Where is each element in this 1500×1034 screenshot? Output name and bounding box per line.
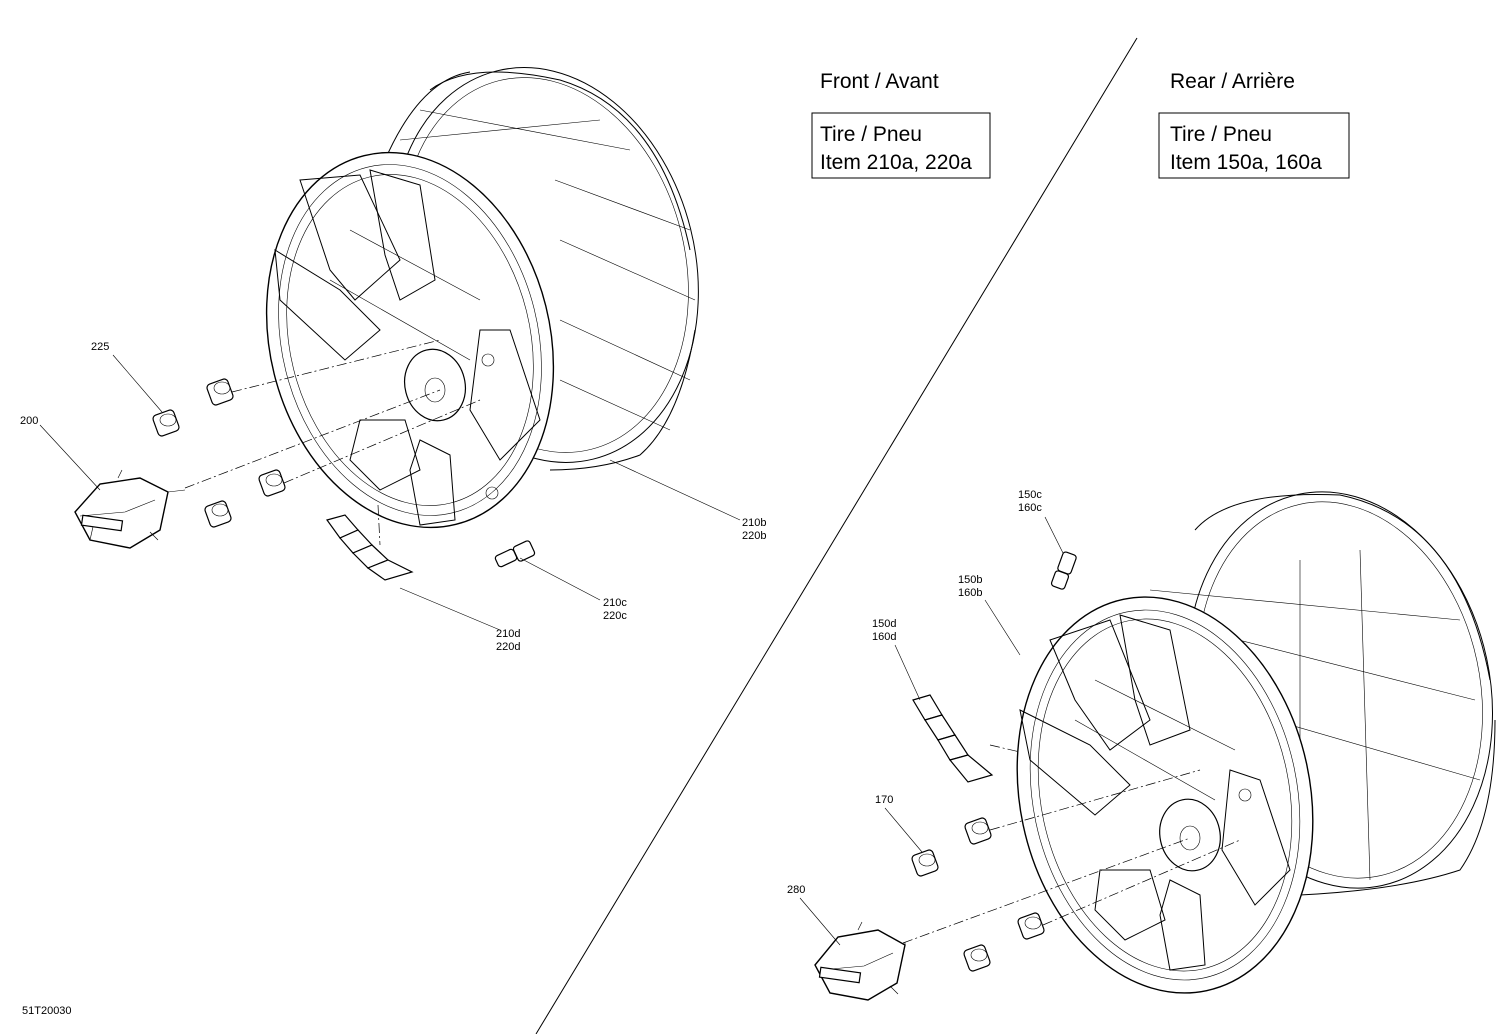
callout-210d: 210d [496, 628, 520, 640]
front-rim [265, 67, 699, 529]
rear-section: Rear / Arrière Tire / Pneu Item 150a, 16… [787, 70, 1496, 1001]
callout-200: 200 [20, 415, 38, 427]
rear-wheel-weights [912, 694, 994, 783]
callout-220d: 220d [496, 641, 520, 653]
rear-lug-nut-3 [963, 944, 991, 972]
front-valve-stem [494, 540, 536, 568]
rear-note-line1: Tire / Pneu [1170, 123, 1272, 146]
rear-hub-cap [814, 921, 906, 1001]
callout-170: 170 [875, 794, 893, 806]
callout-160c: 160c [1018, 502, 1042, 514]
callout-210c: 210c [603, 597, 627, 609]
front-lug-nut-3 [204, 500, 232, 528]
callout-150b: 150b [958, 574, 982, 586]
section-divider [535, 37, 1138, 1034]
front-hub-cap [74, 469, 186, 549]
rear-rim [1016, 491, 1496, 994]
front-lug-nut-4 [258, 469, 286, 497]
front-heading: Front / Avant [820, 70, 939, 93]
rear-valve-stem [1050, 551, 1077, 590]
front-lug-nut-1 [152, 409, 180, 437]
callout-210b: 210b [742, 517, 766, 529]
callout-160d: 160d [872, 631, 896, 643]
callout-150d: 150d [872, 618, 896, 630]
rear-note-line2: Item 150a, 160a [1170, 151, 1322, 174]
front-note-line2: Item 210a, 220a [820, 151, 972, 174]
callout-220b: 220b [742, 530, 766, 542]
callout-220c: 220c [603, 610, 627, 622]
front-note-box [811, 112, 991, 179]
rear-lug-nut-4 [1017, 912, 1045, 940]
callout-225: 225 [91, 341, 109, 353]
front-note-line1: Tire / Pneu [820, 123, 922, 146]
rear-heading: Rear / Arrière [1170, 70, 1295, 93]
rear-lug-nut-2 [964, 817, 992, 845]
callout-150c: 150c [1018, 489, 1042, 501]
front-lug-nut-2 [206, 378, 234, 406]
front-wheel-weights [326, 514, 414, 581]
callout-160b: 160b [958, 587, 982, 599]
diagram-code: 51T20030 [22, 1005, 72, 1017]
callout-280: 280 [787, 884, 805, 896]
rear-lug-nut-1 [911, 849, 939, 877]
front-section: Front / Avant Tire / Pneu Item 210a, 220… [20, 67, 991, 653]
rear-note-box [1158, 112, 1350, 179]
